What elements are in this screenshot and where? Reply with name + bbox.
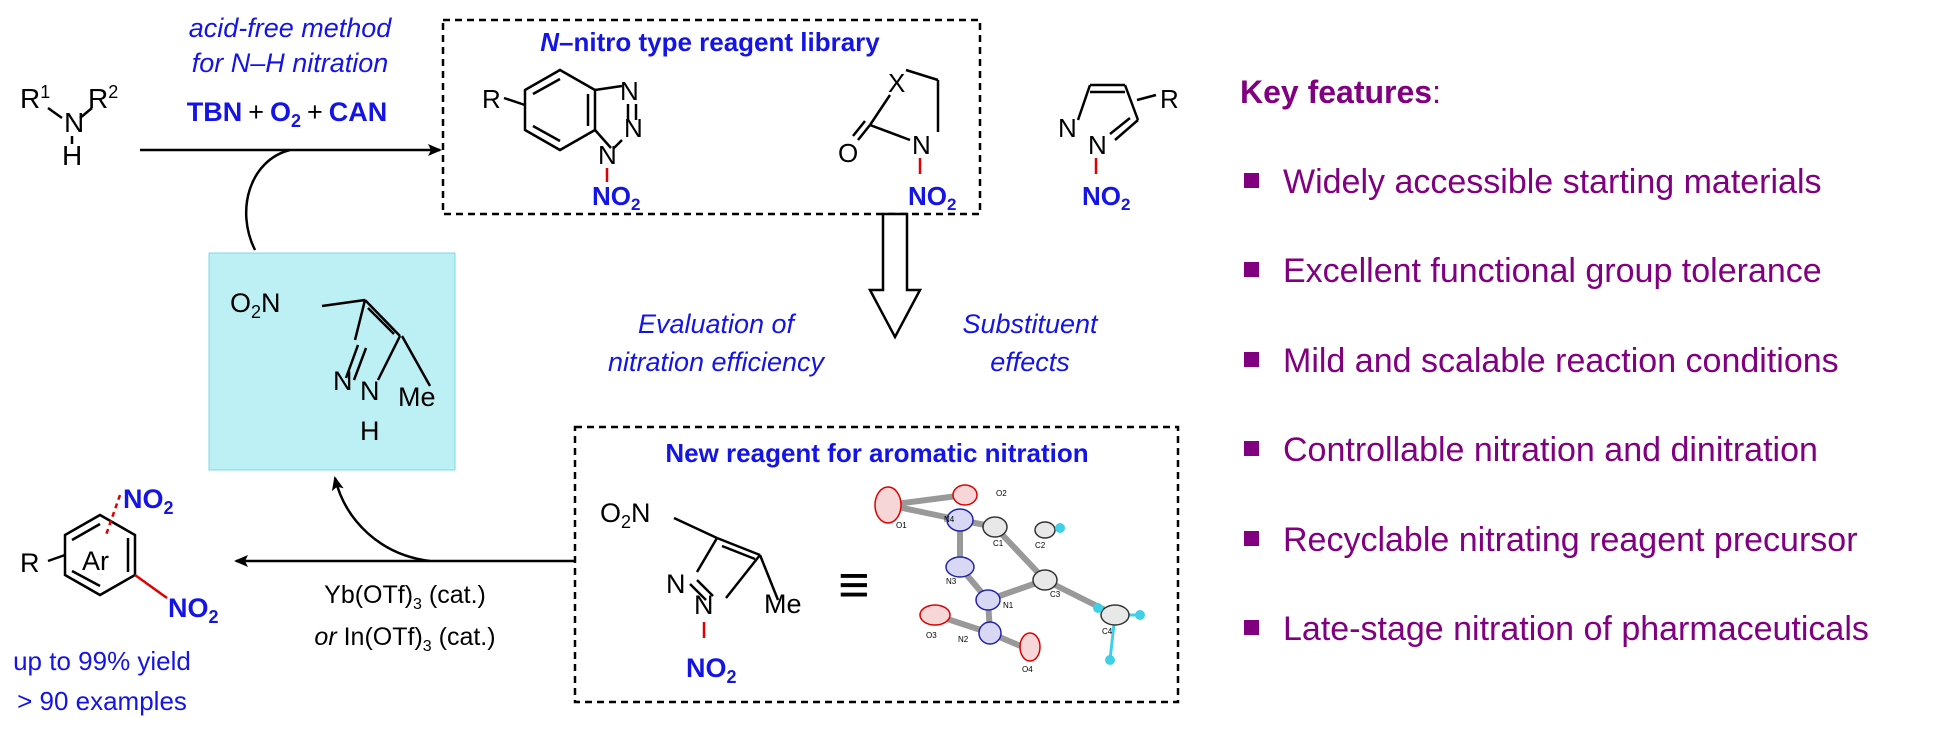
catalyst-in: or In(OTf)3 (cat.) [314, 623, 495, 655]
amine-h: H [62, 140, 82, 171]
key-features-title: Key features [1240, 74, 1432, 110]
new-reagent-o2n: O2N [600, 498, 651, 532]
new-reagent-title: New reagent for aromatic nitration [665, 438, 1088, 468]
bullet-4 [1244, 441, 1259, 456]
evaluation-line1: Evaluation of [638, 309, 797, 339]
amine-sup2: 2 [108, 82, 118, 102]
atom-o2: O2 [996, 489, 1007, 498]
pyrazole-r: R [1160, 84, 1179, 114]
product-structure: R Ar NO2 NO2 up to 99% yield > 90 exampl… [13, 484, 218, 716]
top-reaction-arrow [140, 144, 442, 251]
hollow-down-arrow [867, 212, 923, 340]
reagent-tbn: TBN [187, 97, 243, 127]
recycled-nh-n: N [360, 376, 380, 406]
atom-o4: O4 [1022, 665, 1033, 674]
atom-n4: N4 [944, 515, 955, 524]
benzotriazole-n1: N [598, 140, 617, 170]
condition-line2: for N–H nitration [192, 48, 389, 78]
product-r: R [20, 548, 40, 578]
oxazolidinone-n: N [912, 130, 931, 160]
substituent-line2: effects [990, 347, 1070, 377]
bullet-2 [1244, 262, 1259, 277]
atom-c4: C4 [1102, 627, 1113, 636]
recycled-nh-h: H [360, 416, 380, 446]
substituent-line1: Substituent [962, 309, 1099, 339]
benzotriazole-r: R [482, 84, 501, 114]
new-reagent-me: Me [764, 589, 802, 619]
feature-item-5: Recyclable nitrating reagent precursor [1283, 521, 1858, 559]
recycled-me: Me [398, 382, 436, 412]
bullet-6 [1244, 620, 1259, 635]
feature-item-3: Mild and scalable reaction conditions [1283, 342, 1839, 380]
benzotriazole-no2: NO2 [592, 181, 640, 214]
catalyst-yb: Yb(OTf)3 (cat.) [324, 581, 486, 613]
oxazolidinone-x: X [888, 68, 905, 98]
oxazolidinone-structure [852, 68, 940, 174]
library-title-n: N [540, 27, 560, 57]
feature-item-6: Late-stage nitration of pharmaceuticals [1283, 610, 1869, 648]
library-title: N–nitro type reagent library [540, 27, 880, 57]
atom-n2: N2 [958, 635, 969, 644]
atom-n3: N3 [946, 577, 957, 586]
amine-n: N [64, 107, 84, 138]
product-examples: > 90 examples [17, 686, 187, 716]
bottom-reaction-arrow [234, 476, 575, 567]
new-reagent-n1: N [694, 590, 714, 620]
pyrazole-n2: N [1058, 113, 1077, 143]
atom-o3: O3 [926, 631, 937, 640]
amine-r1: R [20, 83, 40, 114]
key-features: Key features: Widely accessible starting… [1240, 74, 1869, 648]
reagent-can: CAN [329, 97, 388, 127]
atom-c3: C3 [1050, 590, 1061, 599]
bullet-3 [1244, 352, 1259, 367]
atom-c2: C2 [1035, 541, 1046, 550]
product-no2-bottom: NO2 [168, 593, 219, 627]
new-reagent-box: New reagent for aromatic nitration O2N N… [573, 425, 1180, 704]
library-box: N–nitro type reagent library R N N N NO2 [441, 18, 1179, 216]
library-title-rest: –nitro type reagent library [559, 27, 880, 57]
svg-text:R1: R1 [20, 82, 50, 114]
plus-1: + [248, 97, 264, 127]
pyrazole-structure [1076, 83, 1157, 174]
reagent-o-sub: 2 [291, 111, 301, 131]
reagents-line: TBN+O2+CAN [187, 97, 388, 131]
benzotriazole-n3: N [620, 76, 639, 106]
atom-o1: O1 [896, 521, 907, 530]
atom-n1: N1 [1003, 601, 1014, 610]
oxazolidinone-no2: NO2 [908, 181, 956, 214]
equivalence-symbol: ≡ [838, 555, 870, 615]
new-reagent-n2: N [666, 569, 686, 599]
key-features-title-line: Key features: [1240, 74, 1441, 110]
plus-2: + [307, 97, 323, 127]
product-no2-top: NO2 [123, 484, 174, 518]
svg-text:R2: R2 [88, 82, 118, 114]
bullet-1 [1244, 173, 1259, 188]
reagent-o: O [270, 97, 291, 127]
benzotriazole-n2: N [624, 113, 643, 143]
crystal-structure: O2 O1 N4 C1 C2 N3 C3 N1 C4 O3 N2 O4 [874, 484, 1145, 674]
product-yield: up to 99% yield [13, 646, 191, 676]
key-features-colon: : [1432, 74, 1441, 110]
condition-line1: acid-free method [189, 13, 393, 43]
atom-c1: C1 [993, 539, 1004, 548]
feature-item-4: Controllable nitration and dinitration [1283, 431, 1818, 469]
evaluation-line2: nitration efficiency [608, 347, 826, 377]
product-ar: Ar [82, 546, 109, 576]
recycled-o2n: O2N [230, 288, 281, 322]
bullet-5 [1244, 531, 1259, 546]
amine-r2: R [88, 83, 108, 114]
pyrazole-n1: N [1088, 130, 1107, 160]
oxazolidinone-o: O [838, 138, 858, 168]
amine-sup1: 1 [40, 82, 50, 102]
pyrazole-no2: NO2 [1082, 181, 1130, 214]
recycled-reagent-box: O2N N N H Me [208, 252, 456, 471]
new-reagent-no2: NO2 [686, 653, 737, 687]
top-conditions: acid-free method for N–H nitration TBN+O… [187, 13, 393, 131]
recycled-n2: N [333, 366, 353, 396]
feature-item-1: Widely accessible starting materials [1283, 163, 1822, 201]
substrate-amine: R1 N R2 H [20, 82, 118, 171]
feature-item-2: Excellent functional group tolerance [1283, 252, 1822, 290]
benzotriazole-structure [503, 68, 638, 182]
